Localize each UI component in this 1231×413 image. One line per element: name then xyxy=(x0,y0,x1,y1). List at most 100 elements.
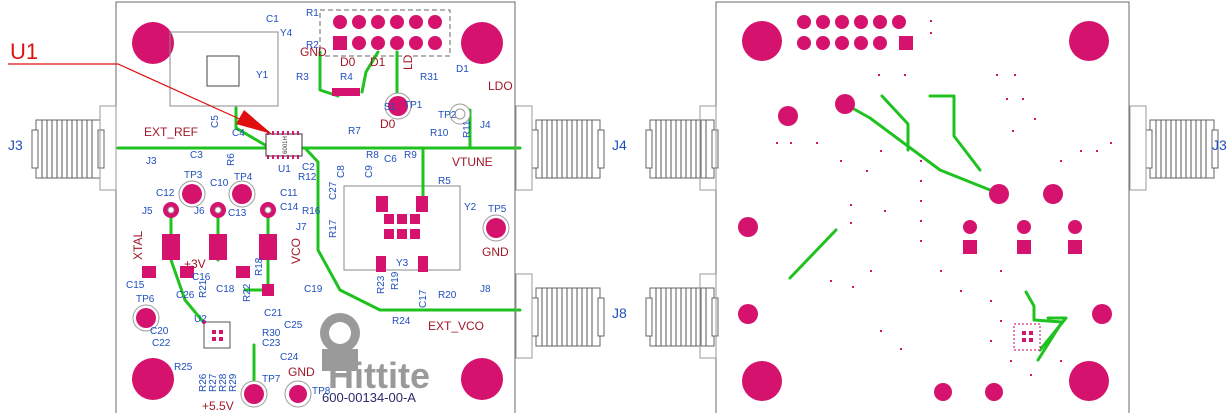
ref-r5: R5 xyxy=(438,176,451,187)
ref-r25: R25 xyxy=(174,362,193,373)
ref-c12: C12 xyxy=(156,188,175,199)
ref-tp7: TP7 xyxy=(262,374,281,385)
u1-callout: U1 xyxy=(8,39,272,134)
jumper-pads xyxy=(142,88,360,296)
ref-j5: J5 xyxy=(142,206,153,217)
ref-c10: C10 xyxy=(210,178,229,189)
sig-vco: VCO xyxy=(289,238,303,264)
ref-c5: C5 xyxy=(210,115,221,128)
sig-3v: +3V xyxy=(184,257,206,271)
ref-r16: R16 xyxy=(302,206,321,217)
ref-c11: C11 xyxy=(280,188,298,199)
ref-r1: R1 xyxy=(306,8,319,19)
ref-r9: R9 xyxy=(404,150,417,161)
ref-r27: R27 xyxy=(208,373,219,392)
logo-wordmark: Hittite xyxy=(328,355,430,396)
header-pins xyxy=(333,15,442,50)
ref-c16: C16 xyxy=(192,272,211,283)
sma-j4 xyxy=(531,119,605,179)
ref-y2: Y2 xyxy=(464,202,477,213)
ref-c15: C15 xyxy=(126,280,145,291)
ref-c9: C9 xyxy=(364,165,375,178)
sig-d0-mid: D0 xyxy=(380,117,396,131)
ref-c17: C17 xyxy=(418,289,429,308)
ref-j4: J4 xyxy=(480,120,491,131)
ref-j3: J3 xyxy=(146,156,157,167)
ref-r29: R29 xyxy=(228,373,239,392)
bottom-side-board: J3 xyxy=(645,1,1227,413)
sig-ldo: LDO xyxy=(488,79,513,93)
ref-c19: C19 xyxy=(304,284,323,295)
ref-r21: R21 xyxy=(198,279,209,298)
ref-j6: J6 xyxy=(194,206,205,217)
sma-j3-left xyxy=(31,119,105,179)
ref-r17: R17 xyxy=(328,219,339,238)
ref-r7: R7 xyxy=(348,126,361,137)
bottom-header-pins xyxy=(797,15,913,50)
conn-j3-left: J3 xyxy=(8,137,23,153)
sma-bottom-j4 xyxy=(645,119,719,179)
sig-gnd-right: GND xyxy=(482,245,509,259)
hittite-logo: Hittite 600-00134-00-A xyxy=(320,313,430,405)
ref-r20: R20 xyxy=(438,290,457,301)
y1-inner xyxy=(206,55,240,87)
ref-y3: Y3 xyxy=(396,258,409,269)
ref-r4: R4 xyxy=(340,72,353,83)
ref-c18: C18 xyxy=(216,284,235,295)
bottom-vias xyxy=(776,20,1112,376)
mounting-hole-br xyxy=(461,358,503,400)
ref-u2: U2 xyxy=(194,314,207,325)
board-outline-bottom xyxy=(715,1,1130,413)
mounting-hole-tl xyxy=(132,22,174,64)
u1-marking: 6001H xyxy=(283,136,289,154)
sma-bottom-j3 xyxy=(1145,119,1219,179)
ref-tp6: TP6 xyxy=(136,294,155,305)
ref-tp3: TP3 xyxy=(184,170,203,181)
ref-c22: C22 xyxy=(152,338,171,349)
ref-r2: R2 xyxy=(306,40,319,51)
ref-r19: R19 xyxy=(390,271,401,290)
ref-r6: R6 xyxy=(226,153,237,166)
mounting-hole-bl xyxy=(132,358,174,400)
ref-d1: D1 xyxy=(456,64,469,75)
ref-r3: R3 xyxy=(296,72,309,83)
ref-tp2: TP2 xyxy=(438,110,457,121)
mounting-hole-tr xyxy=(461,22,503,64)
y1-outline xyxy=(169,31,279,107)
ref-r11: R11 xyxy=(462,120,473,138)
bottom-hole-tl xyxy=(742,21,782,61)
ref-r23: R23 xyxy=(376,275,387,294)
ref-tp5: TP5 xyxy=(488,204,507,215)
ref-c6: C6 xyxy=(384,154,397,165)
ref-c25: C25 xyxy=(284,320,303,331)
conn-j8: J8 xyxy=(612,305,627,321)
ref-c23: C23 xyxy=(262,338,281,349)
ref-r18: R18 xyxy=(254,257,265,276)
sig-ext-ref: EXT_REF xyxy=(144,125,198,139)
ref-r26: R26 xyxy=(198,373,209,392)
ref-r8: R8 xyxy=(366,150,379,161)
ref-j8: J8 xyxy=(480,284,491,295)
sig-xtal: XTAL xyxy=(131,231,145,260)
ref-tp4: TP4 xyxy=(234,172,253,183)
top-side-board: 6001H U1 xyxy=(8,1,627,413)
signal-labels: GND D0 D1 LD LDO EXT_REF D0 VTUNE XTAL +… xyxy=(131,45,513,413)
y2-pads xyxy=(376,196,428,272)
header-outline xyxy=(319,9,451,57)
ref-c13: C13 xyxy=(228,208,247,219)
sig-5v: +5.5V xyxy=(202,399,234,413)
conn-j4: J4 xyxy=(612,137,627,153)
ref-c3: C3 xyxy=(190,150,203,161)
ref-j7: J7 xyxy=(296,222,307,233)
sma-j8 xyxy=(531,287,605,347)
ref-c4: C4 xyxy=(232,128,245,139)
ref-c21: C21 xyxy=(264,308,283,319)
sig-ext-vco: EXT_VCO xyxy=(428,319,484,333)
bottom-hole-bl xyxy=(742,361,782,401)
sig-d0-top: D0 xyxy=(340,55,356,69)
ref-tp8: TP8 xyxy=(312,386,331,397)
ref-r10: R10 xyxy=(430,128,449,139)
ref-r12: R12 xyxy=(298,172,317,183)
top-traces xyxy=(116,50,522,392)
